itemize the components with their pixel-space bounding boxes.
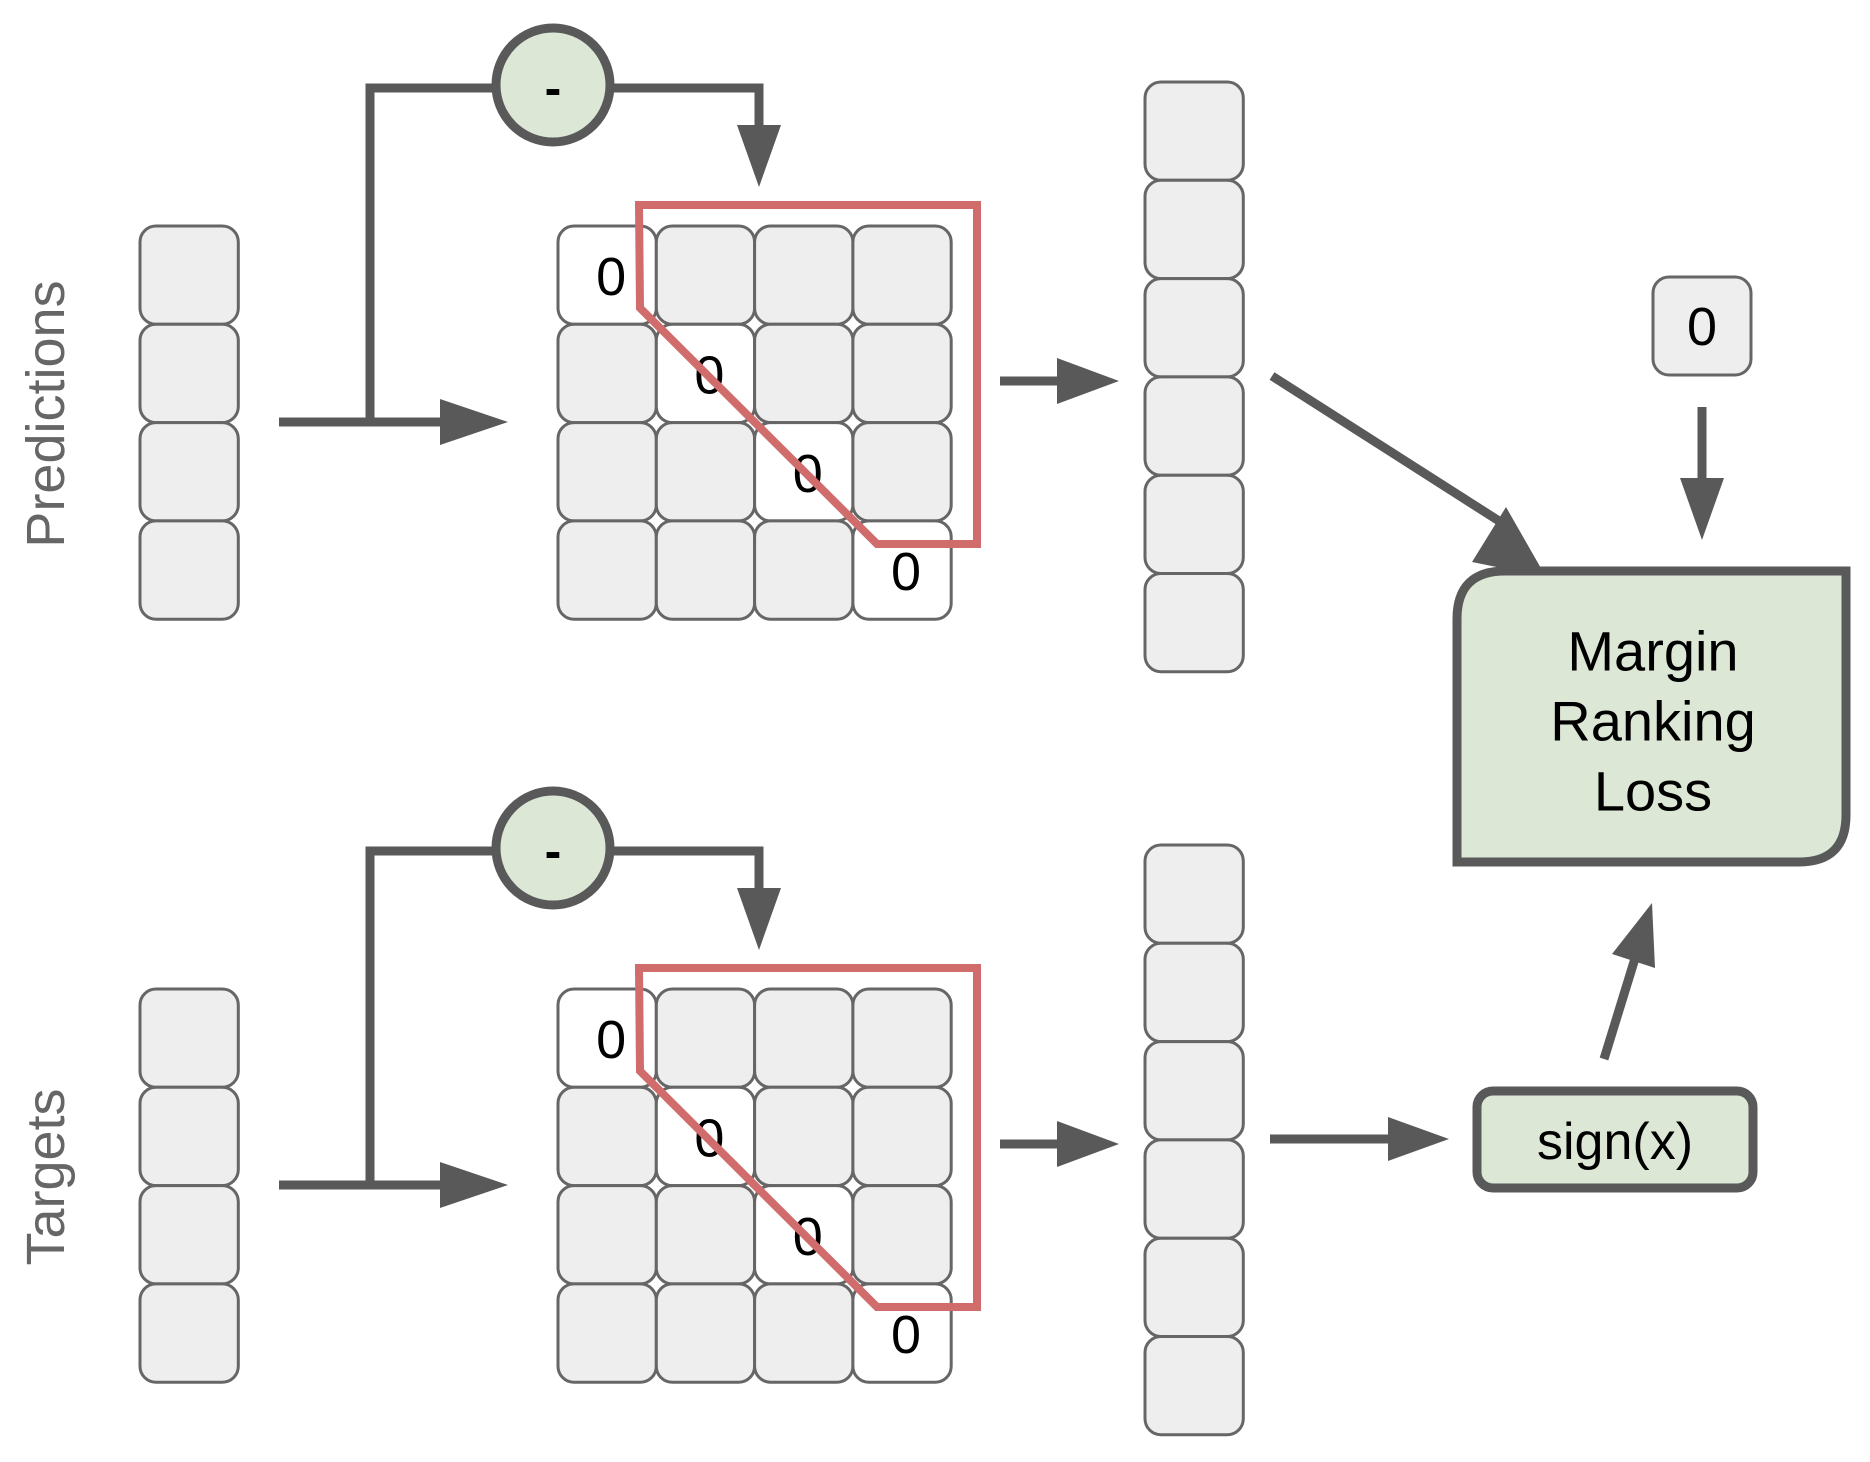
predictions-pairwise-diff-cell — [1143, 375, 1245, 477]
matrix-cell — [654, 1282, 757, 1384]
predictions-label: Predictions — [16, 280, 76, 547]
matrix-cell — [851, 322, 953, 425]
margin-ranking-loss-box: Margin Ranking Loss — [1452, 566, 1851, 867]
targets-pairwise-diff-cell — [1143, 1040, 1245, 1142]
predictions-pairwise-diff-cell — [1143, 572, 1245, 674]
minus-icon: - — [545, 60, 562, 116]
predictions-input-vector — [138, 224, 240, 621]
arrowhead-icon — [1680, 478, 1724, 540]
matrix-cell — [654, 519, 757, 621]
loss-label-line-2: Ranking — [1550, 690, 1755, 753]
predictions-flatten-arrow — [1000, 358, 1119, 404]
targets-pairwise-diff-cell — [1143, 941, 1245, 1044]
predictions-input-cell — [138, 519, 240, 621]
matrix-cell — [753, 322, 855, 425]
matrix-cell — [753, 1085, 855, 1188]
arrowhead-icon — [737, 888, 781, 950]
arrowhead-icon — [440, 1162, 508, 1208]
targets-label: Targets — [16, 1088, 76, 1265]
targets-subtract-op — [491, 786, 615, 910]
loss-label-line-1: Margin — [1567, 620, 1738, 683]
targets-input-vector — [138, 987, 240, 1384]
predictions-subtract-op — [491, 23, 615, 147]
matrix-cell — [851, 987, 953, 1089]
matrix-cell — [654, 421, 757, 523]
matrix-cell — [654, 987, 757, 1089]
targets-pairwise-diff-vector — [1143, 843, 1245, 1437]
targets-upper-triangle-mask — [634, 964, 981, 1311]
matrix-cell — [556, 1085, 658, 1188]
matrix-cell — [753, 1282, 855, 1384]
arrowhead-icon — [1612, 903, 1655, 968]
predictions-input-cell — [138, 224, 240, 326]
diagonal-value: 0 — [891, 1305, 921, 1365]
arrow-target-diffs-to-sign — [1270, 1117, 1449, 1161]
matrix-cell — [654, 1184, 757, 1286]
matrix-cell — [851, 224, 953, 326]
matrix-cell — [654, 224, 757, 326]
targets-pairwise-diff-cell — [1143, 1138, 1245, 1240]
targets-pairwise-diff-cell — [1143, 1236, 1245, 1338]
predictions-pairwise-diff-cell — [1143, 80, 1245, 182]
matrix-cell — [753, 519, 855, 621]
sign-function-box: sign(x) — [1472, 1086, 1758, 1193]
matrix-cell — [556, 1282, 658, 1384]
predictions-pairwise-diff-cell — [1143, 277, 1245, 379]
arrow-margin-to-loss — [1680, 407, 1724, 540]
matrix-cell — [556, 1184, 658, 1286]
matrix-cell — [851, 1085, 953, 1188]
matrix-cell — [851, 421, 953, 523]
arrowhead-icon — [737, 125, 781, 187]
arrowhead-icon — [1472, 507, 1546, 577]
targets-input-cell — [138, 1184, 240, 1286]
sign-function-label: sign(x) — [1537, 1113, 1693, 1171]
targets-input-cell — [138, 1085, 240, 1188]
loss-label-line-3: Loss — [1594, 760, 1712, 823]
margin-constant: 0 — [1651, 275, 1753, 377]
predictions-upper-triangle-mask — [634, 201, 981, 548]
predictions-input-cell — [138, 322, 240, 425]
predictions-pairwise-diff-cell — [1143, 473, 1245, 576]
margin-constant-value: 0 — [1687, 297, 1717, 357]
arrowhead-icon — [1057, 1121, 1119, 1167]
arrowhead-icon — [440, 399, 508, 445]
targets-input-cell — [138, 1282, 240, 1384]
arrowhead-icon — [1388, 1117, 1449, 1161]
targets-pairwise-diff-cell — [1143, 843, 1245, 945]
targets-pairwise-wiring: - — [279, 786, 781, 1208]
predictions-pairwise-wiring: - — [279, 23, 781, 445]
predictions-input-cell — [138, 421, 240, 523]
minus-icon: - — [545, 823, 562, 879]
diagonal-value: 0 — [596, 1010, 626, 1070]
predictions-pairwise-diff-vector — [1143, 80, 1245, 674]
matrix-cell — [851, 1184, 953, 1286]
margin-constant-cell — [1651, 275, 1753, 377]
matrix-cell — [753, 987, 855, 1089]
matrix-cell — [556, 421, 658, 523]
matrix-cell — [556, 322, 658, 425]
targets-pairwise-diff-cell — [1143, 1335, 1245, 1437]
arrow-sign-to-loss — [1599, 903, 1655, 1061]
predictions-pairwise-diff-cell — [1143, 178, 1245, 281]
diagonal-value: 0 — [596, 247, 626, 307]
matrix-cell — [556, 519, 658, 621]
targets-input-cell — [138, 987, 240, 1089]
arrow-pred-diffs-to-loss — [1269, 372, 1546, 577]
diagonal-value: 0 — [891, 542, 921, 602]
matrix-cell — [753, 224, 855, 326]
targets-flatten-arrow — [1000, 1121, 1119, 1167]
arrowhead-icon — [1057, 358, 1119, 404]
